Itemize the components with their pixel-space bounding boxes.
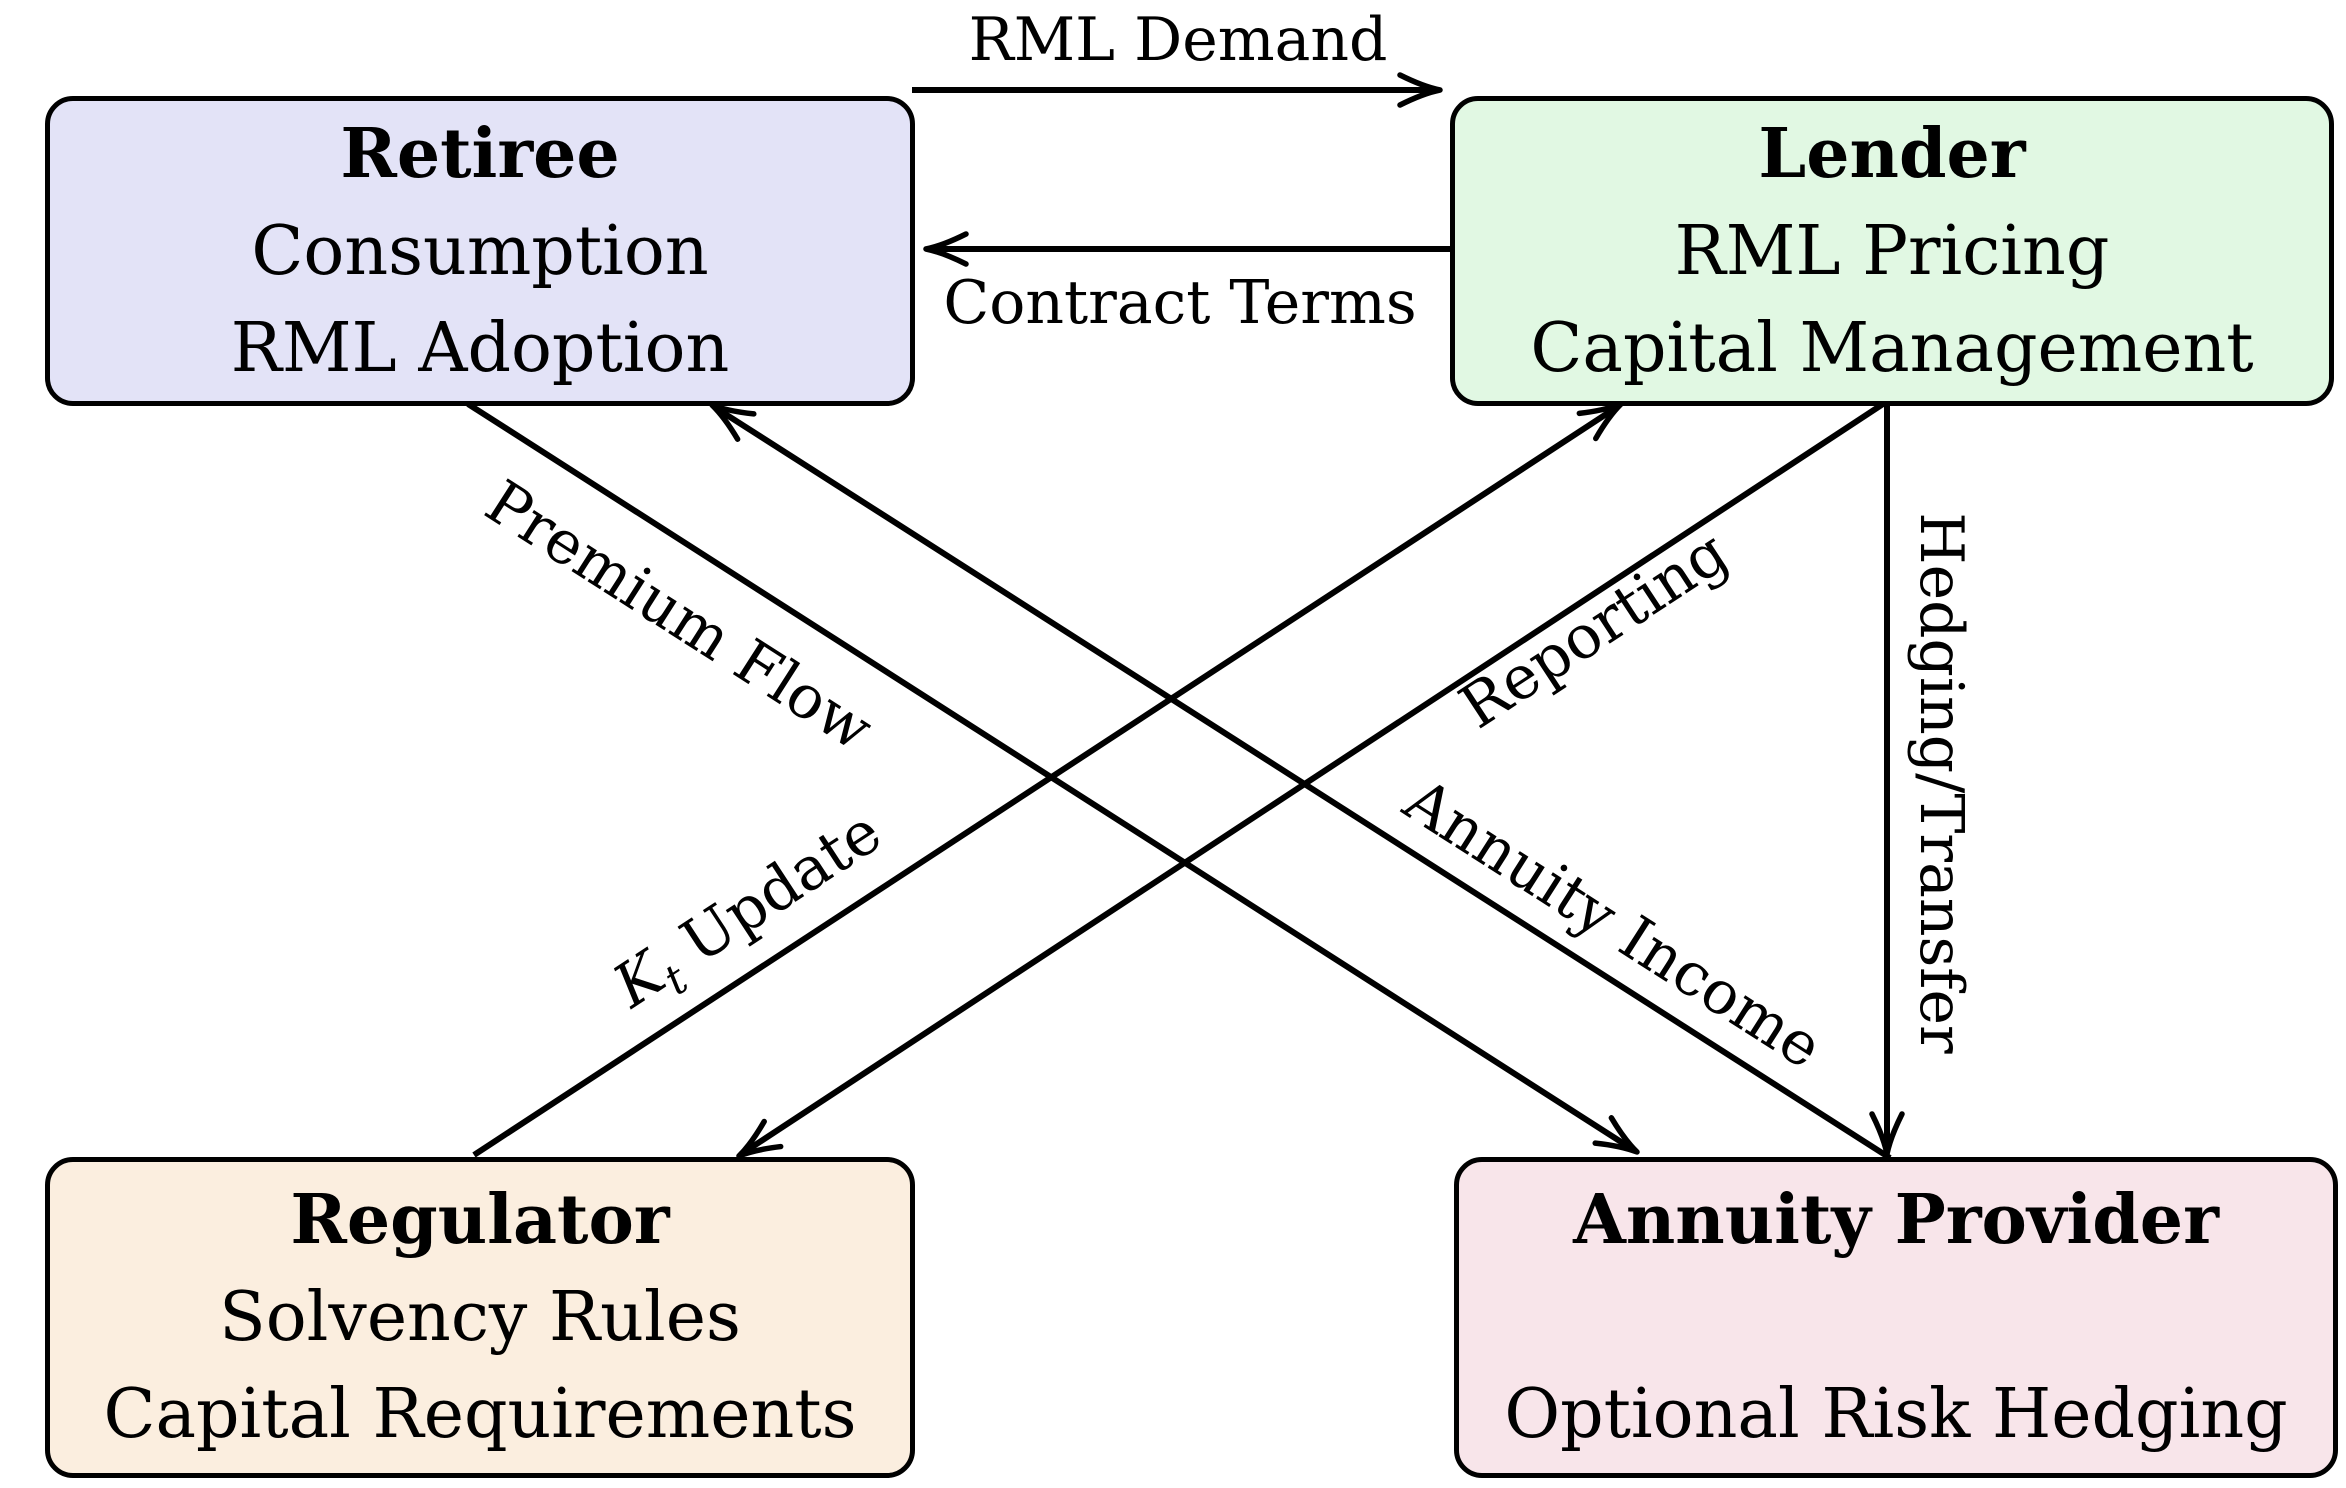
node-regulator-line3: Capital Requirements — [103, 1375, 857, 1454]
node-annuity-provider: Annuity Provider Optional Risk Hedging — [1454, 1157, 2338, 1478]
node-regulator-line2: Solvency Rules — [219, 1278, 741, 1357]
arrowhead-icon — [1869, 1111, 1905, 1157]
node-lender-title: Lender — [1758, 113, 2026, 194]
node-lender-line2: RML Pricing — [1674, 211, 2110, 291]
arrow-contract-terms — [923, 231, 1450, 267]
edge-label-rml-demand: RML Demand — [968, 5, 1388, 75]
arrow-premium-flow — [466, 401, 1640, 1155]
arrow-annuity-income — [709, 402, 1892, 1161]
node-regulator-title: Regulator — [290, 1180, 670, 1260]
arrowhead-icon — [923, 231, 969, 267]
node-regulator: Regulator Solvency Rules Capital Require… — [45, 1157, 915, 1478]
edge-label-hedging-transfer: Hedging/Transfer — [1906, 512, 1976, 1054]
arrow-rml-demand — [912, 72, 1443, 108]
node-lender-line3: Capital Management — [1530, 308, 2254, 388]
arrow-hedging-transfer — [1869, 404, 1905, 1157]
arrow-kt-update — [472, 401, 1624, 1158]
node-annuity-provider-title: Annuity Provider — [1573, 1180, 2219, 1260]
arrow-reporting — [736, 401, 1885, 1159]
node-retiree-line3: RML Adoption — [230, 308, 730, 388]
arrowhead-icon — [1397, 72, 1443, 108]
node-lender: Lender RML Pricing Capital Management — [1450, 96, 2334, 406]
node-retiree-line2: Consumption — [251, 211, 709, 291]
arrowhead-icon — [1592, 1115, 1640, 1155]
node-annuity-provider-line3: Optional Risk Hedging — [1504, 1375, 2288, 1454]
arrowhead-icon — [736, 1118, 784, 1159]
edge-label-contract-terms: Contract Terms — [943, 268, 1417, 338]
node-retiree: Retiree Consumption RML Adoption — [45, 96, 915, 406]
node-retiree-title: Retiree — [340, 113, 620, 194]
